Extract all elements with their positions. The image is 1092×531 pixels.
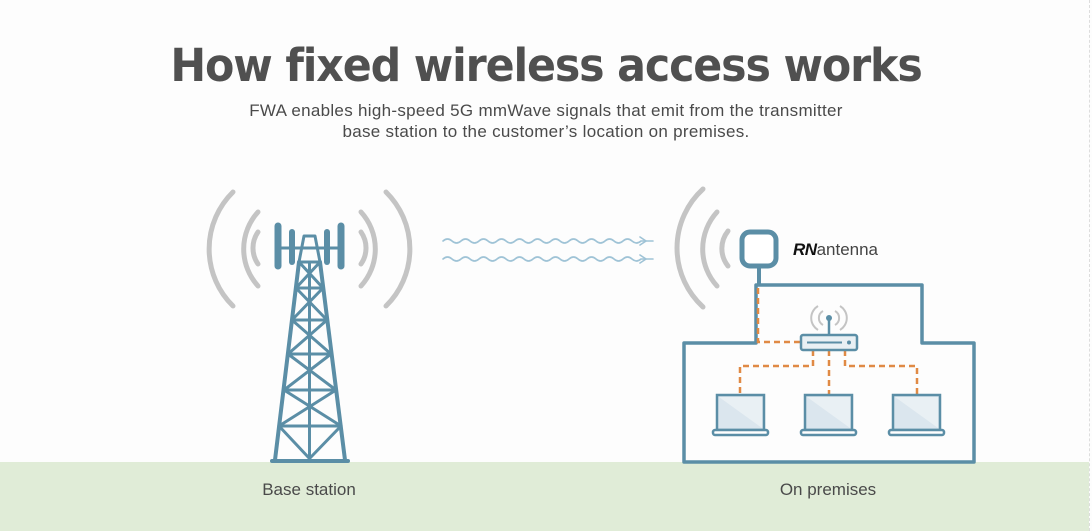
subtitle-line-2: base station to the customer’s location … [342, 122, 750, 141]
antenna-label: RNantenna [793, 240, 878, 260]
laptop-icon [799, 393, 858, 437]
rn-brand-logo: RN [793, 240, 817, 259]
antenna-icon [739, 229, 779, 269]
subtitle-line-1: FWA enables high-speed 5G mmWave signals… [249, 101, 843, 120]
base-signal-arcs-icon [206, 189, 413, 309]
router-icon [799, 305, 859, 352]
signal-wave-icon [442, 236, 654, 264]
antenna-signal-arcs-icon [674, 186, 731, 310]
cell-tower-icon [270, 222, 350, 463]
page-title: How fixed wireless access works [170, 39, 922, 92]
page-subtitle: FWA enables high-speed 5G mmWave signals… [0, 100, 1092, 142]
antenna-label-text: antenna [816, 240, 879, 259]
ground-strip [0, 462, 1089, 531]
laptop-icon [887, 393, 946, 437]
ethernet-connections [738, 288, 919, 394]
page-edge [1089, 0, 1091, 531]
premises-building-outline [682, 283, 976, 464]
base-station-label: Base station [262, 480, 356, 499]
on-premises-label: On premises [779, 480, 877, 499]
laptop-icon [711, 393, 770, 437]
